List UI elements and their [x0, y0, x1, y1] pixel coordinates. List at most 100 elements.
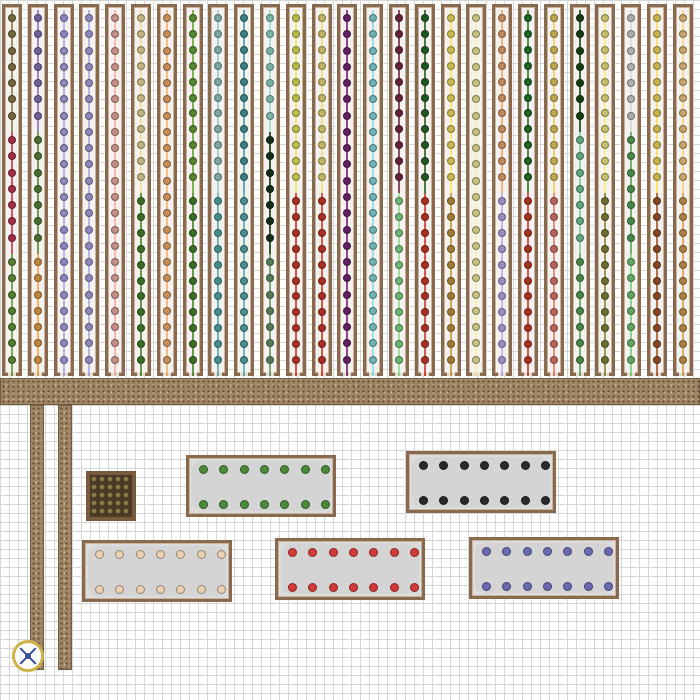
row-bed-26[interactable] [647, 4, 667, 376]
row-bed-9[interactable] [208, 4, 229, 376]
peas-plant-icon [188, 125, 197, 134]
flowers-plant-icon [498, 340, 507, 349]
row-bed-3[interactable] [53, 4, 74, 376]
flowers-plant-icon [498, 276, 507, 285]
sweet-potatoes-plant-icon [498, 14, 507, 22]
row-bed-1[interactable] [2, 4, 22, 376]
pumpkins-plant-icon [653, 356, 661, 365]
tomatoes-plant-icon [291, 244, 300, 253]
greens-plant-icon [33, 233, 42, 242]
garlic-plant-icon [472, 62, 481, 71]
main-path-horizontal[interactable] [0, 378, 700, 405]
potatoes-plant-icon [446, 276, 455, 285]
garlic-plant-icon [472, 176, 481, 185]
eggplant-plant-icon [343, 225, 352, 234]
row-bed-7[interactable] [156, 4, 177, 376]
row-bed-15[interactable] [363, 4, 384, 376]
compost-bin[interactable] [86, 471, 136, 521]
garlic-plant-icon [472, 225, 481, 234]
corn-plant-icon [601, 45, 610, 54]
cauliflower-plant-icon [137, 29, 145, 38]
grapes-plant-icon [482, 547, 491, 556]
radish-plant-icon [111, 79, 120, 88]
row-bed-25[interactable] [621, 4, 642, 376]
greens-plant-icon [33, 136, 42, 144]
lettuce-plant-icon [214, 157, 223, 166]
peppers-plant-icon [291, 61, 300, 70]
melons-plant-icon [549, 61, 558, 70]
raised-bed-grapes[interactable] [469, 537, 619, 599]
row-bed-12[interactable] [285, 4, 306, 376]
eggplant-plant-icon [459, 496, 469, 505]
bed-segment-squash [266, 254, 274, 376]
row-bed-6[interactable] [131, 4, 151, 376]
peppers-plant-icon [420, 173, 429, 182]
row-bed-11[interactable] [260, 4, 280, 376]
row-bed-16[interactable] [389, 4, 409, 376]
peppers-plant-icon [291, 157, 300, 166]
potatoes-plant-icon [446, 356, 455, 365]
peppers-plant-icon [524, 276, 532, 285]
melons-plant-icon [549, 109, 558, 118]
garlic-plant-icon [472, 193, 481, 201]
raised-bed-onions[interactable] [82, 540, 232, 602]
peppers-plant-icon [524, 260, 532, 269]
tomatoes-plant-icon [291, 212, 300, 221]
flowers-plant-icon [85, 193, 94, 201]
row-bed-23[interactable] [569, 4, 590, 376]
row-bed-13[interactable] [311, 4, 332, 376]
garlic-plant-icon [472, 323, 481, 332]
potatoes-plant-icon [446, 260, 455, 269]
corn-plant-icon [601, 29, 610, 38]
raised-bed-strawberries[interactable] [275, 538, 425, 600]
chard-plant-icon [240, 45, 249, 54]
eggplant-plant-icon [500, 461, 510, 470]
flowers-plant-icon [59, 355, 68, 364]
corn-plant-icon [317, 141, 326, 150]
row-bed-21[interactable] [518, 4, 538, 376]
spinach-plant-icon [214, 197, 223, 205]
chard-plant-icon [240, 61, 249, 70]
carrots-plant-icon [162, 127, 171, 136]
pumpkins-plant-icon [653, 340, 661, 349]
tomatoes-plant-icon [291, 276, 300, 285]
raised-bed-herbs[interactable] [186, 455, 336, 517]
eggplant-plant-icon [439, 461, 449, 470]
melons-plant-icon [369, 95, 378, 104]
path-vertical-left[interactable] [30, 405, 44, 670]
peas-plant-icon [188, 109, 197, 118]
bed-segment-kale [575, 10, 584, 132]
path-vertical-center[interactable] [58, 405, 72, 670]
row-bed-2[interactable] [27, 4, 48, 376]
row-bed-18[interactable] [440, 4, 461, 376]
row-bed-5[interactable] [105, 4, 126, 376]
onions-plant-icon [395, 173, 403, 182]
bed-segment-herbs [627, 10, 636, 132]
flowers-plant-icon [59, 176, 68, 185]
row-bed-19[interactable] [466, 4, 487, 376]
tomatoes-plant-icon [317, 244, 326, 253]
strawberries-plant-icon [369, 548, 379, 557]
parsley-plant-icon [627, 274, 636, 283]
eggplant-plant-icon [343, 355, 352, 364]
row-bed-27[interactable] [672, 4, 693, 376]
sunflowers-plant-icon [653, 141, 661, 150]
raised-bed-eggplant[interactable] [406, 451, 556, 513]
row-bed-4[interactable] [79, 4, 100, 376]
carrots-plant-icon [33, 306, 42, 315]
peas-plant-icon [188, 14, 197, 22]
row-bed-10[interactable] [234, 4, 255, 376]
row-bed-8[interactable] [182, 4, 203, 376]
row-bed-20[interactable] [492, 4, 513, 376]
row-bed-17[interactable] [414, 4, 435, 376]
basil-plant-icon [627, 233, 636, 242]
row-bed-14[interactable] [337, 4, 358, 376]
kale-plant-icon [240, 292, 249, 301]
carrots-plant-icon [162, 339, 171, 348]
row-bed-22[interactable] [543, 4, 564, 376]
strawberries-plant-icon [328, 583, 338, 592]
row-bed-24[interactable] [595, 4, 616, 376]
peppers-plant-icon [420, 141, 429, 150]
strawberries-plant-icon [349, 548, 358, 557]
flowers-plant-icon [498, 228, 507, 237]
